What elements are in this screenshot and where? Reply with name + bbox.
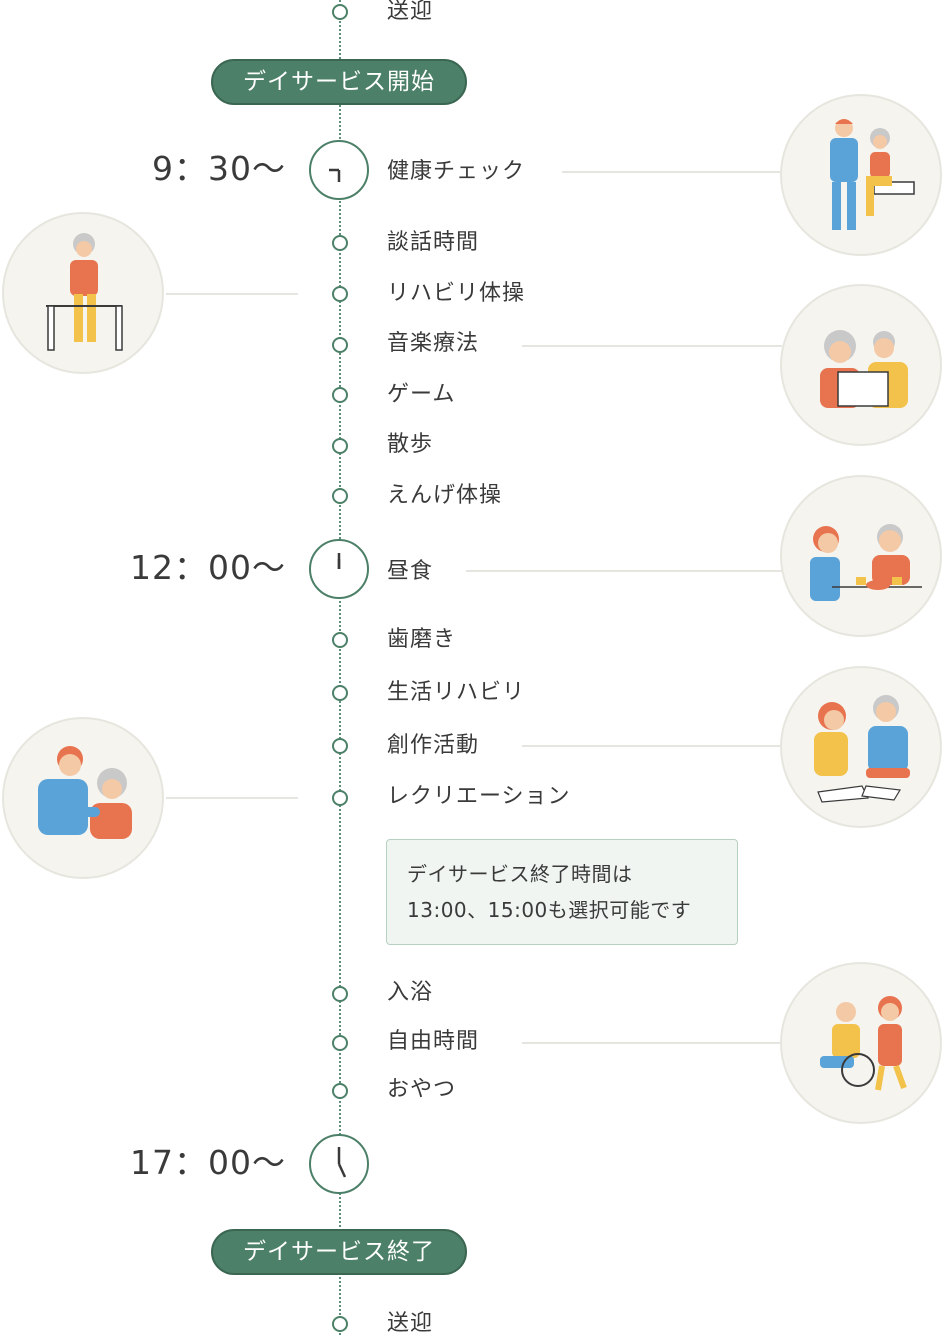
schedule-free-time: 自由時間 — [387, 1029, 480, 1054]
connector-line — [466, 570, 782, 572]
connector-line — [522, 745, 782, 747]
schedule-bath: 入浴 — [387, 980, 434, 1005]
timeline-axis — [339, 0, 341, 1335]
connector-line — [522, 1042, 782, 1044]
schedule-game: ゲーム — [387, 382, 456, 407]
schedule-daily-rehab: 生活リハビリ — [387, 680, 526, 705]
connector-line — [522, 345, 782, 347]
time-1200: 12：00～ — [130, 548, 286, 587]
timeline-dot — [332, 1035, 348, 1051]
timeline-dot — [332, 438, 348, 454]
timeline-dot — [332, 1316, 348, 1332]
schedule-pickup-bottom: 送迎 — [387, 1311, 434, 1336]
schedule-rehab-exercise: リハビリ体操 — [387, 281, 526, 306]
wheelchair-illustration — [780, 962, 942, 1124]
schedule-pickup-top: 送迎 — [387, 0, 434, 24]
end-badge: デイサービス終了 — [211, 1229, 467, 1275]
schedule-talk: 談話時間 — [387, 230, 480, 255]
schedule-walk: 散歩 — [387, 432, 434, 457]
creative-illustration — [780, 666, 942, 828]
timeline-dot — [332, 286, 348, 302]
timeline-dot — [332, 235, 348, 251]
connector-line — [166, 797, 298, 799]
timeline-dot — [332, 337, 348, 353]
note-line-2: 13:00、15:00も選択可能です — [407, 898, 692, 922]
schedule-tooth-brushing: 歯磨き — [387, 627, 457, 652]
timeline-dot — [332, 790, 348, 806]
start-badge: デイサービス開始 — [211, 59, 467, 105]
schedule-lunch: 昼食 — [387, 559, 434, 584]
timeline-dot — [332, 632, 348, 648]
health-check-illustration — [780, 94, 942, 256]
time-0930: 9：30～ — [152, 149, 286, 188]
timeline-dot — [332, 986, 348, 1002]
clock-1200-icon — [309, 539, 369, 599]
time-1700: 17：00～ — [130, 1143, 286, 1182]
timeline-dot — [332, 4, 348, 20]
recreation-illustration — [2, 717, 164, 879]
clock-0930-icon — [309, 140, 369, 200]
note-line-1: デイサービス終了時間は — [407, 862, 633, 886]
timeline-dot — [332, 1083, 348, 1099]
connector-line — [562, 171, 782, 173]
end-time-note: デイサービス終了時間は 13:00、15:00も選択可能です — [386, 839, 738, 945]
schedule-snack: おやつ — [387, 1077, 457, 1102]
clock-1700-icon — [309, 1134, 369, 1194]
timeline-dot — [332, 488, 348, 504]
schedule-recreation: レクリエーション — [387, 784, 571, 809]
schedule-health-check: 健康チェック — [387, 159, 526, 184]
timeline-dot — [332, 387, 348, 403]
walking-bars-illustration — [2, 212, 164, 374]
schedule-creative: 創作活動 — [387, 733, 480, 758]
timeline-dot — [332, 685, 348, 701]
timeline-dot — [332, 738, 348, 754]
schedule-swallow-exercise: えんげ体操 — [387, 483, 503, 508]
music-therapy-illustration — [780, 284, 942, 446]
lunch-illustration — [780, 475, 942, 637]
schedule-music-therapy: 音楽療法 — [387, 331, 480, 356]
connector-line — [166, 293, 298, 295]
